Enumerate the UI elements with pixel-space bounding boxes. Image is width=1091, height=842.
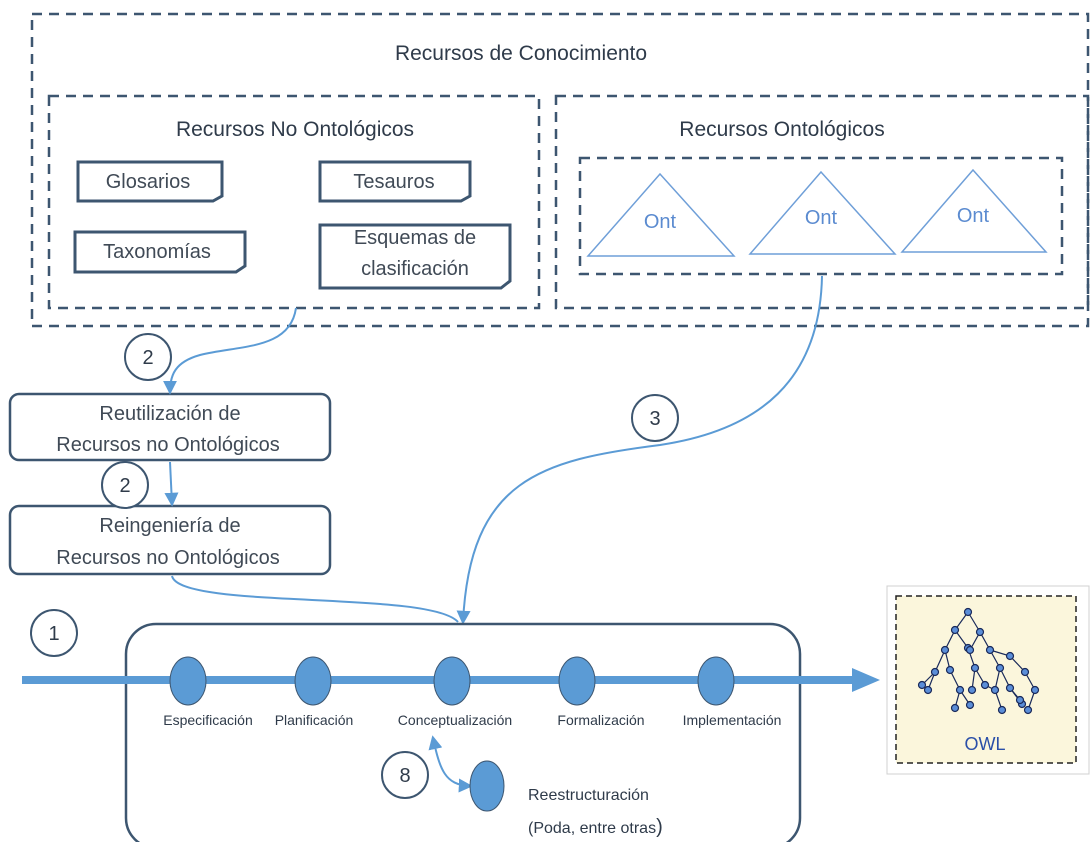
doc-esquemas: Esquemas de clasificación — [318, 223, 512, 290]
ontology-label: Ont — [957, 205, 990, 227]
ontological-group — [554, 94, 1090, 310]
ontological-title: Recursos Ontológicos — [679, 118, 884, 141]
restructuring-label: Reestructuración — [528, 787, 649, 804]
step-circle-3: 3 — [631, 394, 679, 442]
phase-conceptualizacion: Conceptualización — [398, 656, 512, 728]
phase-label: Conceptualización — [398, 712, 512, 728]
ontology-label: Ont — [805, 207, 838, 229]
phase-label: Planificación — [275, 712, 354, 728]
phase-planificacion: Planificación — [275, 656, 354, 728]
arrow-from-reengineering — [171, 575, 459, 623]
ontologies-inner-group — [578, 156, 1064, 276]
arrow-from-ontologies — [456, 275, 823, 625]
owl-output-box — [895, 595, 1077, 764]
ontology-triangle-3: Ont — [900, 168, 1048, 253]
doc-label: clasificación — [361, 258, 469, 280]
step-circle-2a: 2 — [124, 333, 172, 381]
non-ontological-title: Recursos No Ontológicos — [176, 118, 414, 141]
reengineering-line-1: Reingeniería de — [99, 515, 240, 537]
arrow-reuse-to-reengineering — [164, 461, 179, 507]
knowledge-resources-container — [30, 12, 1090, 328]
knowledge-resources-title: Recursos de Conocimiento — [395, 42, 647, 65]
phase-label: Especificación — [163, 712, 253, 728]
phase-formalizacion: Formalización — [557, 656, 645, 728]
step-circle-1: 1 — [30, 609, 78, 657]
step-number: 2 — [119, 475, 130, 497]
doc-glosarios: Glosarios — [76, 160, 224, 203]
ontology-label: Ont — [644, 211, 677, 233]
doc-taxonomias: Taxonomías — [73, 230, 247, 274]
arrow-restructuring — [428, 735, 473, 793]
step-circle-8: 8 — [381, 751, 429, 799]
owl-graph-icon — [917, 607, 1040, 715]
non-ontological-group — [47, 94, 541, 310]
doc-label: Tesauros — [353, 171, 434, 193]
owl-label: OWL — [964, 734, 1005, 754]
phase-especificacion: Especificación — [163, 656, 253, 728]
step-number: 3 — [649, 408, 660, 430]
phase-implementacion: Implementación — [683, 656, 782, 728]
doc-tesauros: Tesauros — [318, 160, 472, 203]
step-number: 2 — [142, 347, 153, 369]
phase-label: Implementación — [683, 712, 782, 728]
ontology-triangle-1: Ont — [586, 172, 736, 257]
ontology-triangle-2: Ont — [748, 170, 897, 255]
doc-label: Taxonomías — [103, 241, 211, 263]
phase-label: Formalización — [557, 712, 644, 728]
step-number: 1 — [48, 623, 59, 645]
restructuring-note: (Poda, entre otras) — [528, 816, 663, 838]
doc-label: Esquemas de — [354, 227, 476, 249]
main-timeline-arrowhead — [852, 668, 880, 692]
step-number: 8 — [399, 765, 410, 787]
process-container — [124, 622, 802, 842]
reuse-line-2: Recursos no Ontológicos — [56, 434, 279, 456]
doc-label: Glosarios — [106, 171, 190, 193]
step-circle-2b: 2 — [101, 461, 149, 509]
reengineering-line-2: Recursos no Ontológicos — [56, 547, 279, 569]
arrow-to-reuse — [163, 307, 297, 395]
reuse-line-1: Reutilización de — [99, 403, 240, 425]
restructuring-node — [469, 760, 505, 812]
